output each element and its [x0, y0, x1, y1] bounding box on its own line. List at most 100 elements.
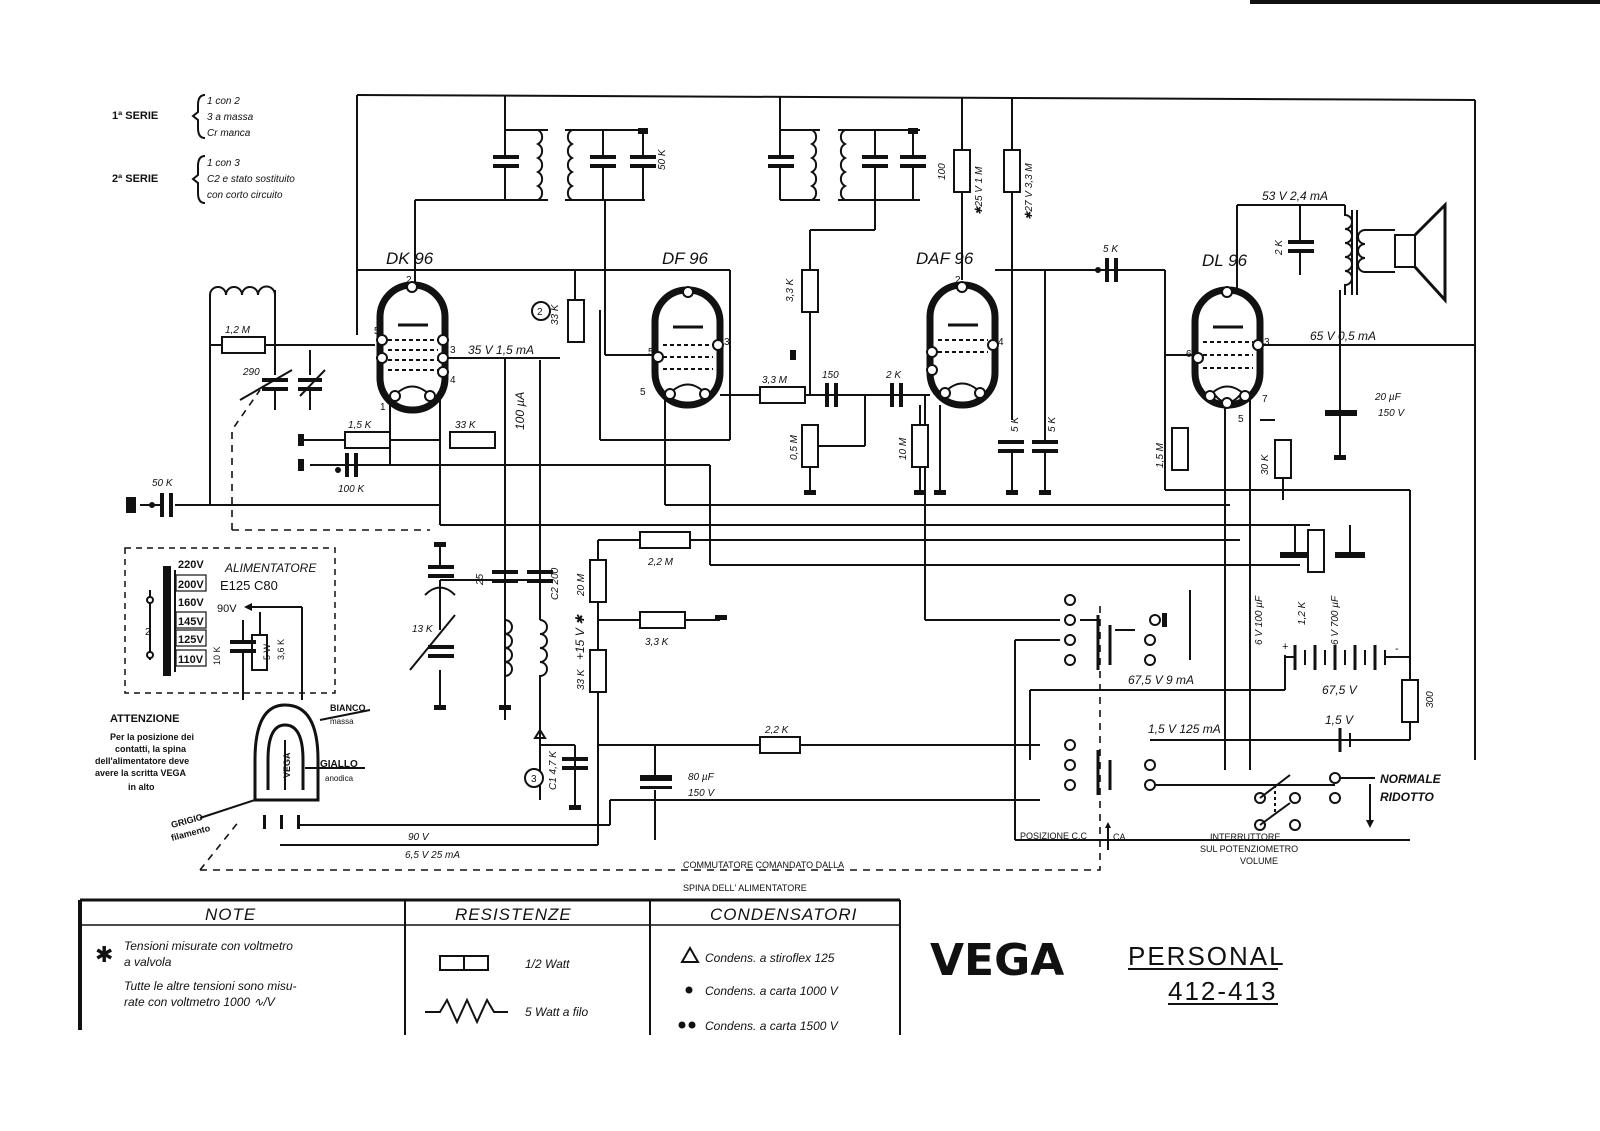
label-c150: 150	[822, 370, 839, 381]
svg-text:5: 5	[1238, 414, 1244, 425]
legend-cond-dot: Condens. a carta 1000 V	[705, 984, 839, 998]
label-c80uf: 80 µF	[688, 772, 715, 783]
alimentatore-r10k: 10 K	[212, 646, 222, 665]
serie2-brace	[191, 155, 206, 204]
double-dot-icon	[678, 1021, 686, 1029]
svg-text:3: 3	[1264, 337, 1270, 348]
label-c5k-c: 5 K	[1103, 244, 1119, 255]
label-r1m: ✱25 V 1 M	[974, 166, 985, 215]
label-interruttore-3: VOLUME	[1240, 856, 1278, 866]
brand-logo: VEGA	[930, 935, 1064, 986]
legend-cond-triangle: Condens. a stiroflex 125	[705, 951, 835, 965]
svg-text:3: 3	[450, 345, 456, 356]
tap-125: 125V	[178, 634, 204, 646]
svg-text:3: 3	[724, 337, 730, 348]
label-normale: NORMALE	[1380, 772, 1442, 786]
legend-res-half: 1/2 Watt	[525, 957, 570, 971]
label-r33m: 3,3 M	[762, 375, 788, 386]
label-r33m-b: ✱27 V 3,3 M	[1024, 163, 1035, 220]
label-r30k: 30 K	[1260, 453, 1271, 475]
label-r15k: 1,5 K	[348, 420, 373, 431]
label-r33k-a: 33 K	[455, 420, 477, 431]
label-c100: 100	[937, 163, 948, 180]
label-v15: +15 V ✱	[573, 614, 587, 660]
label-c200: C2 200	[550, 567, 561, 600]
label-c100k: 100 K	[338, 484, 365, 495]
legend-res-wire: 5 Watt a filo	[525, 1005, 588, 1019]
label-r15m: 1,5 M	[1155, 442, 1166, 468]
label-c290: 290	[242, 367, 260, 378]
label-v53: 53 V 2,4 mA	[1262, 189, 1328, 203]
tube-label-dk96: DK 96	[386, 249, 434, 268]
serie2-line1: 1 con 3	[207, 158, 240, 169]
label-v15-125: 1,5 V 125 mA	[1148, 722, 1221, 736]
label-ridotto: RIDOTTO	[1380, 790, 1434, 804]
serie1-line2: 3 a massa	[207, 112, 254, 123]
power-plug: VEGA BIANCO massa GIALLO anodica GRIGIO …	[170, 703, 371, 843]
label-r22m: 2,2 M	[647, 557, 674, 568]
svg-text:2: 2	[955, 275, 961, 286]
serie1-line1: 1 con 2	[207, 96, 240, 107]
label-bat675: 67,5 V	[1322, 683, 1358, 697]
wiring	[140, 94, 1476, 871]
label-anodica: anodica	[325, 774, 354, 783]
label-interruttore-2: SUL POTENZIOMETRO	[1200, 844, 1298, 854]
node-2: 2	[537, 307, 543, 318]
tube-dl96: DL 96 6 3 5 7	[1186, 251, 1270, 425]
legend-note-header: NOTE	[205, 905, 256, 924]
label-bianco: BIANCO	[330, 703, 366, 713]
attenzione-line2: contatti, la spina	[115, 744, 187, 754]
label-c5k-a: 5 K	[1010, 416, 1021, 432]
svg-text:1: 1	[380, 402, 386, 413]
svg-text:2: 2	[406, 275, 412, 286]
legend-cond-2dot: Condens. a carta 1500 V	[705, 1019, 839, 1033]
alimentatore-models: E125 C80	[220, 578, 278, 593]
label-giallo: GIALLO	[320, 759, 358, 770]
legend-note-line3: Tutte le altre tensioni sono misu-	[124, 979, 297, 993]
series-notes: 1ª SERIE 1 con 2 3 a massa Cr manca 2ª S…	[112, 94, 295, 204]
legend-note-line4: rate con voltmetro 1000 ∿/V	[124, 995, 276, 1009]
label-i100ua: 100 µA	[513, 392, 527, 430]
resistor-wire-icon	[425, 997, 508, 1025]
label-v35: 35 V 1,5 mA	[468, 343, 534, 357]
alimentatore-r36k: 3,6 K	[276, 639, 286, 660]
attenzione-title: ATTENZIONE	[110, 713, 179, 725]
tap-220: 220V	[178, 559, 204, 571]
label-r33k-b: 33 K	[550, 303, 561, 325]
legend-note-line2: a valvola	[124, 955, 172, 969]
alimentatore-title: ALIMENTATORE	[224, 561, 317, 575]
label-r33k-e: 33 K	[576, 668, 587, 690]
label-c6v100: 6 V 100 µF	[1254, 595, 1265, 645]
tap-160: 160V	[178, 597, 204, 609]
tube-label-daf96: DAF 96	[916, 249, 974, 268]
label-r10m: 10 M	[898, 437, 909, 460]
tube-daf96: DAF 96 2 4	[916, 249, 1004, 409]
label-c50k: 50 K	[152, 478, 174, 489]
label-c80uf-v: 150 V	[688, 788, 715, 799]
svg-text:6: 6	[1186, 349, 1192, 360]
attenzione-line4: avere la scritta VEGA	[95, 768, 187, 778]
svg-text:5: 5	[648, 347, 654, 358]
label-r33k-c: 3,3 K	[785, 277, 796, 302]
svg-text:4: 4	[998, 337, 1004, 348]
label-c2k-b: 2 K	[1274, 239, 1285, 256]
serie1-label: 1ª SERIE	[112, 110, 158, 122]
components: 1,2 M 290 1,5 K 100 K 33 K 50 K 100 µA 3…	[126, 149, 1447, 861]
tube-dk96: DK 96 2 5 3 4 1	[374, 249, 456, 414]
serie2-label: 2ª SERIE	[112, 173, 158, 185]
alimentatore-v90: 90V	[217, 603, 237, 615]
label-commutatore-1: COMMUTATORE COMANDATO DALLA	[683, 860, 844, 870]
note-star-icon: ✱	[95, 942, 113, 967]
serie1-brace	[191, 94, 206, 139]
tap-145: 145V	[178, 616, 204, 628]
svg-text:5: 5	[374, 326, 380, 337]
attenzione-line5: in alto	[128, 782, 155, 792]
svg-text:4: 4	[450, 375, 456, 386]
legend-table: NOTE RESISTENZE CONDENSATORI ✱ Tensioni …	[78, 898, 901, 1035]
label-c50k-top: 50 K	[657, 148, 668, 170]
label-v65ma: 6,5 V 25 mA	[405, 850, 460, 861]
label-r33k-d: 3,3 K	[645, 637, 670, 648]
battery-675v: + - 67,5 V	[1282, 641, 1410, 697]
label-r20m: 20 M	[576, 573, 587, 597]
label-commutatore-2: SPINA DELL' ALIMENTATORE	[683, 883, 807, 893]
